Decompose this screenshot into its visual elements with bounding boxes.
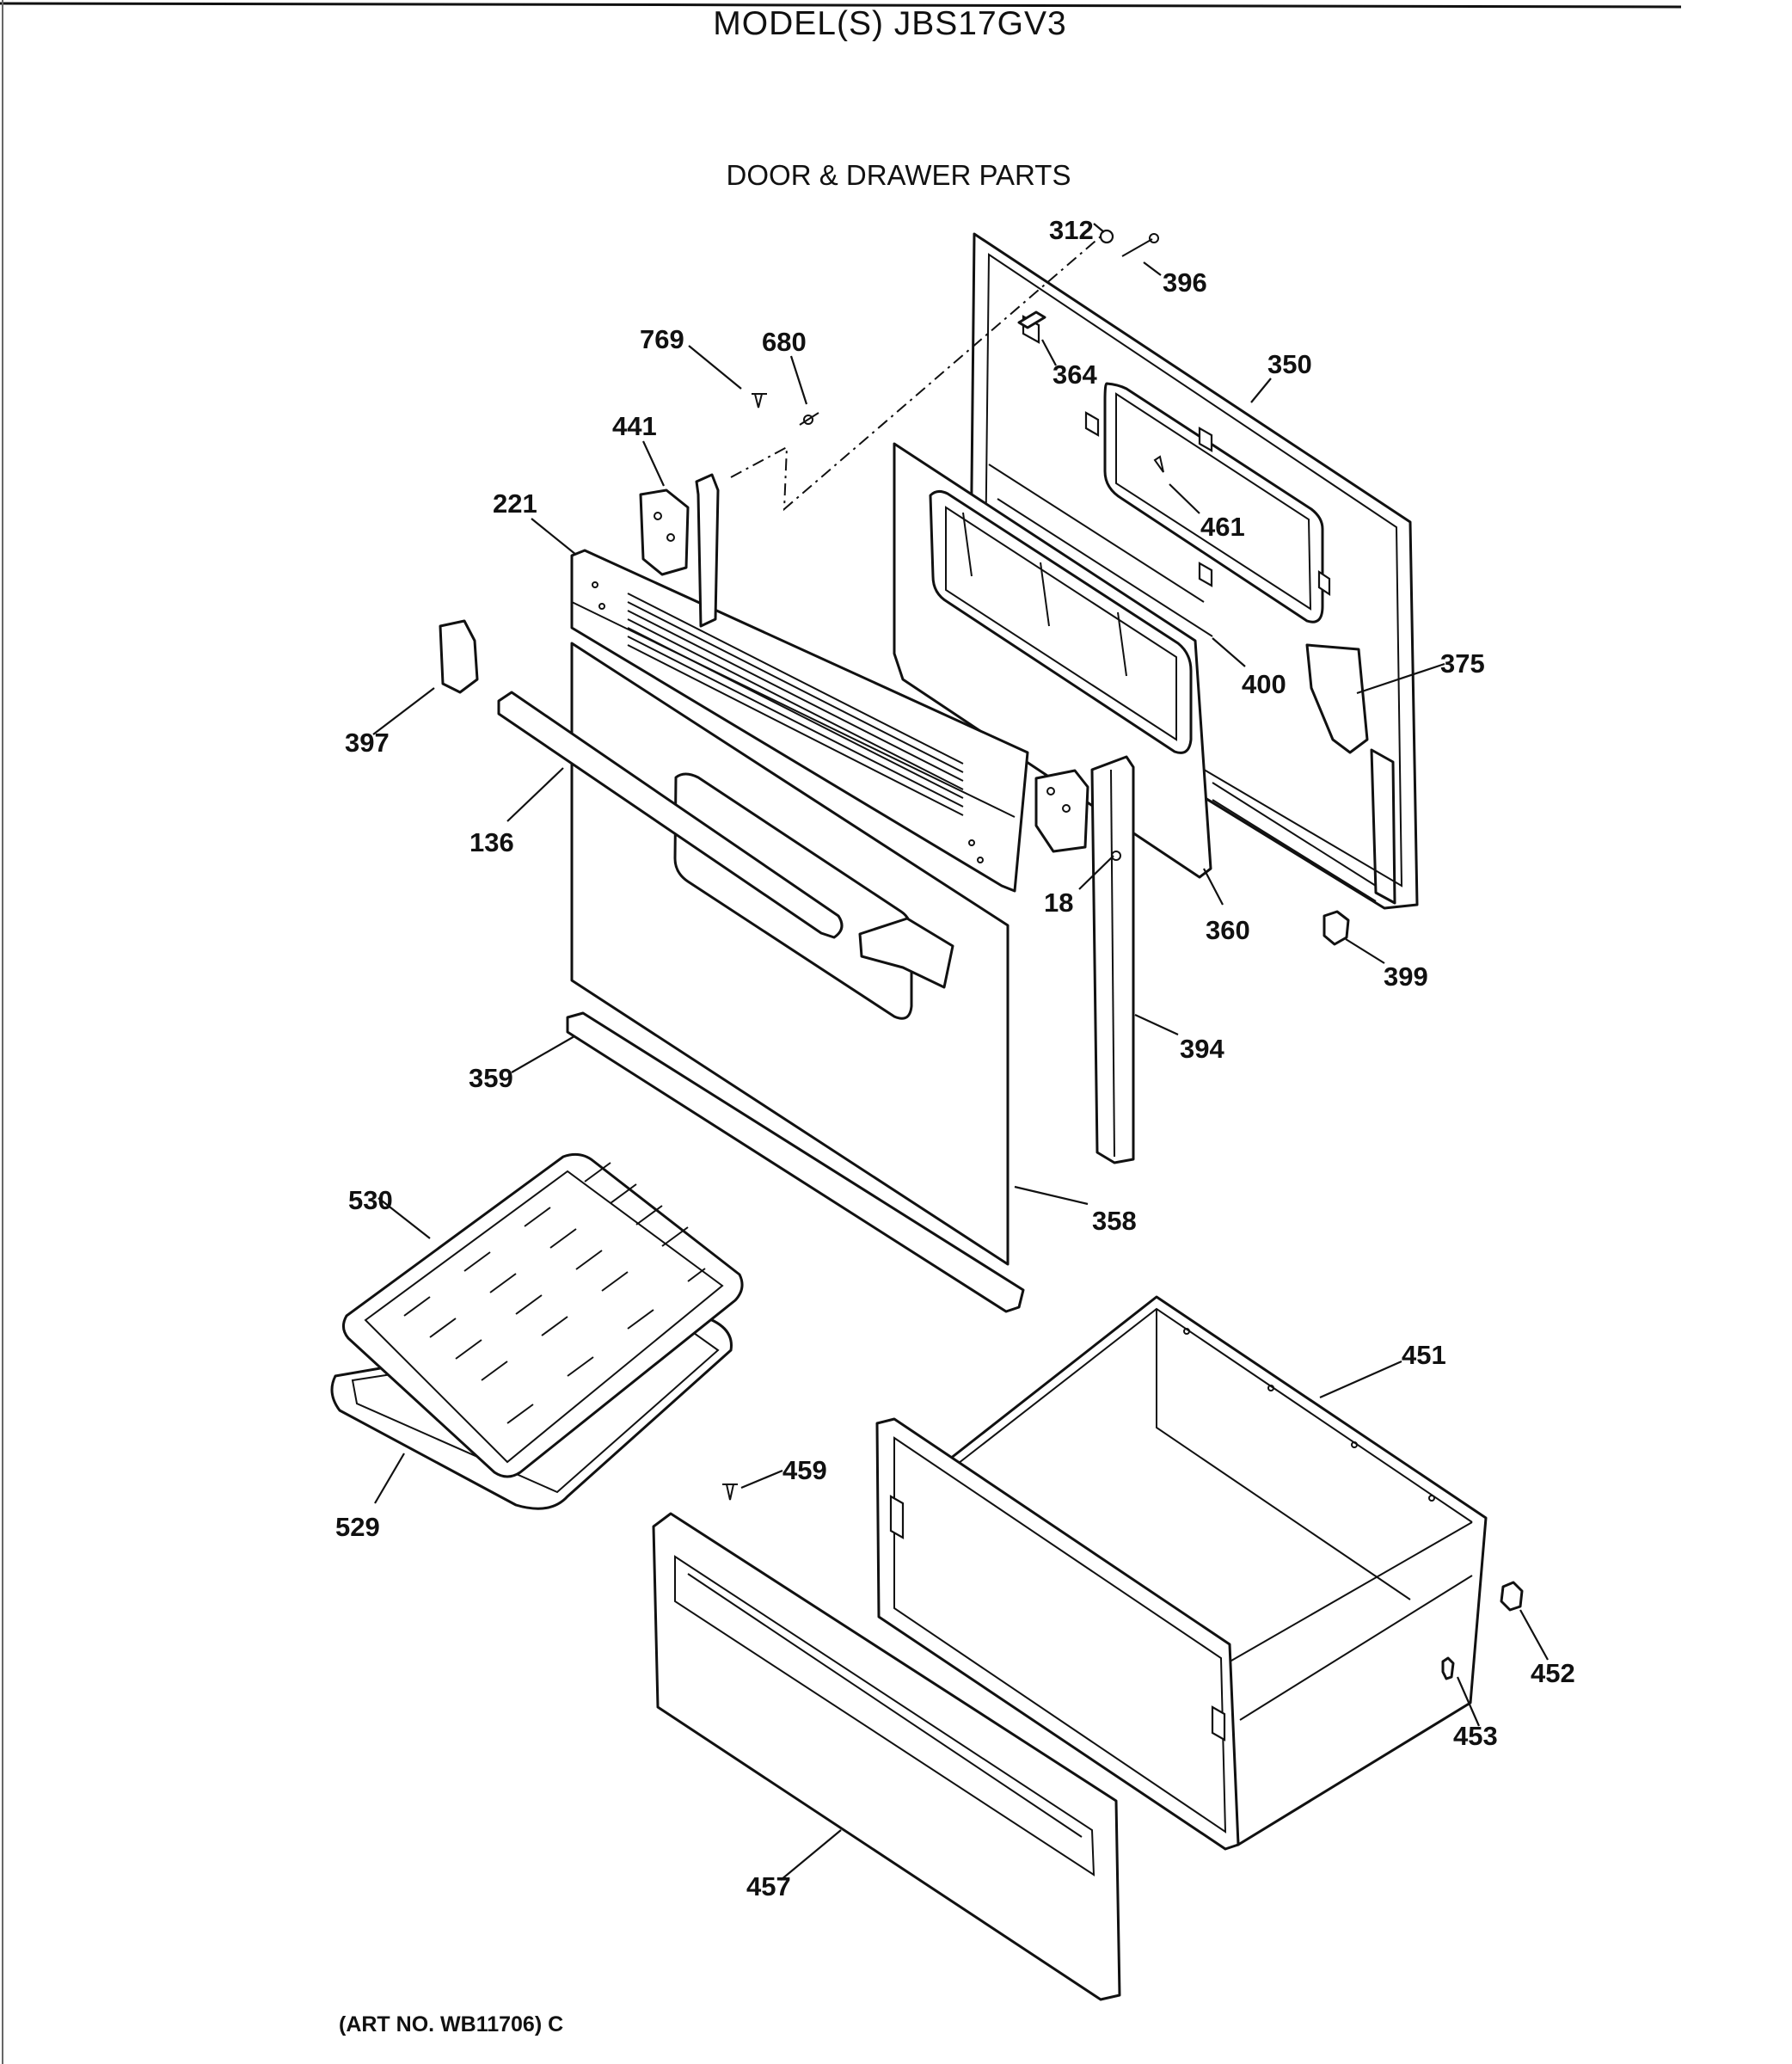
callout-399: 399 [1384, 961, 1428, 992]
callout-359: 359 [469, 1063, 513, 1093]
model-title: MODEL(S) JBS17GV3 [713, 5, 1067, 42]
drawer-front-panel-457 [652, 1512, 1121, 2001]
callout-364: 364 [1052, 359, 1097, 390]
callout-396: 396 [1163, 267, 1207, 298]
screw-769 [752, 393, 767, 408]
callout-461: 461 [1200, 512, 1245, 542]
callout-350: 350 [1267, 349, 1312, 379]
callout-451: 451 [1402, 1340, 1446, 1370]
callout-769: 769 [640, 324, 684, 354]
callout-452: 452 [1531, 1658, 1575, 1688]
bracket-375 [1305, 643, 1369, 754]
screw-453 [1441, 1656, 1455, 1680]
handle-end-cap-397 [439, 619, 479, 694]
outer-door-panel-350 [968, 232, 1419, 910]
screw-461 [1153, 455, 1164, 473]
callout-312: 312 [1049, 215, 1094, 245]
callout-375: 375 [1440, 648, 1485, 679]
door-handle-136 [497, 691, 844, 939]
callout-459: 459 [782, 1455, 827, 1485]
callout-400: 400 [1242, 669, 1286, 699]
callout-358: 358 [1092, 1206, 1137, 1236]
callout-394: 394 [1180, 1034, 1224, 1064]
callout-457: 457 [746, 1871, 791, 1901]
stop-364 [1017, 310, 1046, 329]
callout-136: 136 [469, 827, 514, 857]
art-number-note: (ART NO. WB11706) C [339, 2012, 564, 2036]
callout-453: 453 [1453, 1721, 1498, 1751]
screw-680 [799, 412, 819, 426]
callout-529: 529 [335, 1512, 380, 1542]
callout-221: 221 [493, 488, 537, 519]
hinge-441 [639, 473, 720, 628]
screw-459 [722, 1484, 738, 1501]
leader-lines [372, 223, 1549, 1881]
bumper-399 [1323, 910, 1350, 946]
clip-452 [1500, 1581, 1524, 1612]
callout-441: 441 [612, 411, 657, 441]
callout-397: 397 [345, 728, 390, 758]
broiler-grid-530 [342, 1152, 744, 1478]
callout-680: 680 [762, 327, 807, 357]
hinge-channel-394 [1034, 755, 1135, 1164]
top-rule [0, 2, 1682, 9]
section-title: DOOR & DRAWER PARTS [726, 159, 1071, 191]
callout-530: 530 [348, 1185, 393, 1215]
screw-396 [1121, 233, 1159, 257]
alignment-line [730, 236, 1102, 512]
callout-18: 18 [1044, 888, 1074, 918]
vent-trim-221 [570, 549, 1029, 893]
callout-360: 360 [1206, 915, 1250, 945]
door-glass-panel-358 [570, 642, 1010, 1266]
drawer-body-451 [875, 1295, 1488, 1851]
bottom-trim-359 [566, 1011, 1025, 1313]
washer-312 [1099, 229, 1114, 244]
